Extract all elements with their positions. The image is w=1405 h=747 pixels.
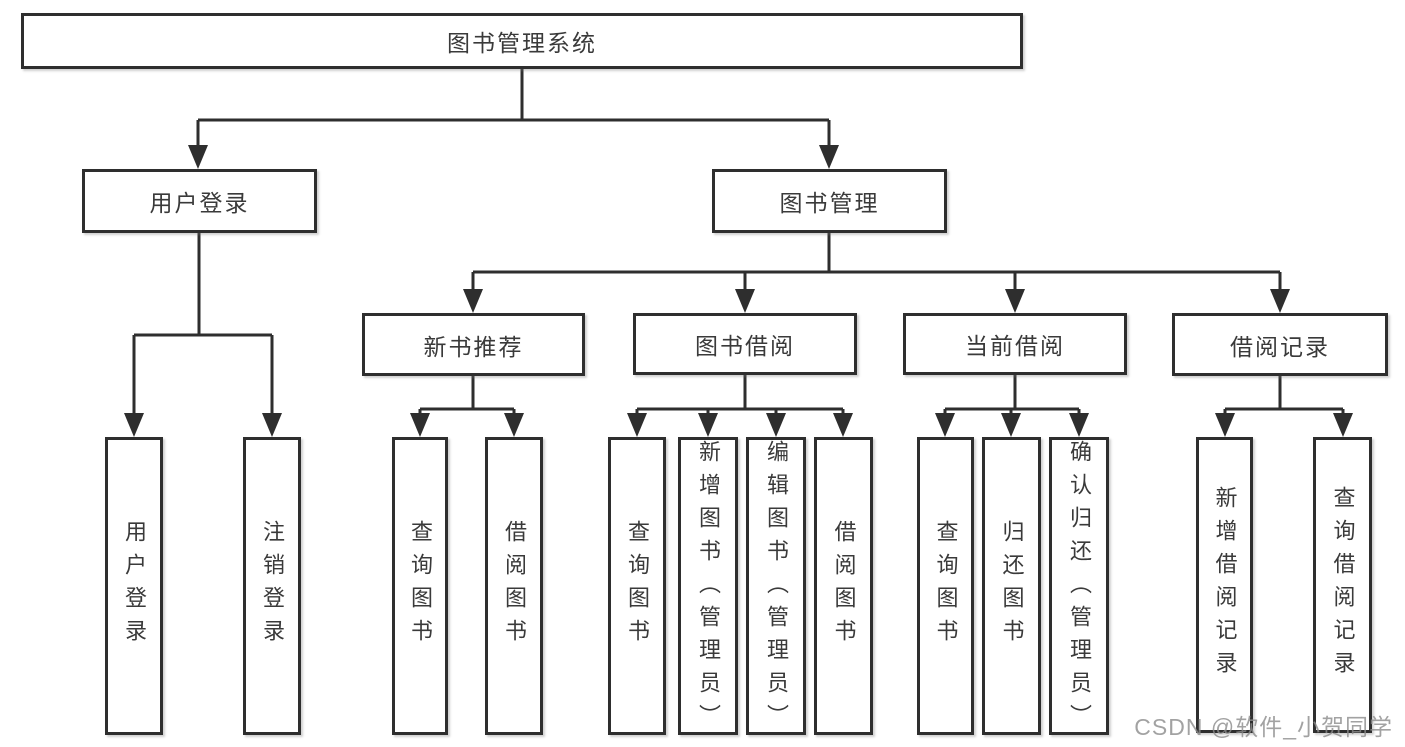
leaf-query-books-1: 查询图书 xyxy=(392,437,448,735)
arrow-down-icon xyxy=(1005,289,1025,313)
leaf-logout: 注销登录 xyxy=(243,437,301,735)
arrow-down-icon xyxy=(188,145,208,169)
arrow-down-icon xyxy=(1270,289,1290,313)
branch-borrow-records xyxy=(1215,376,1353,437)
arrow-down-icon xyxy=(1333,413,1353,437)
branch-root xyxy=(188,69,839,169)
leaf-label: 用户登录 xyxy=(122,520,147,652)
arrow-down-icon xyxy=(124,413,144,437)
arrow-down-icon xyxy=(1069,413,1089,437)
node-new-book-recommend-label: 新书推荐 xyxy=(423,333,524,360)
node-root: 图书管理系统 xyxy=(21,13,1023,69)
leaf-query-books-3: 查询图书 xyxy=(917,437,974,735)
leaf-query-borrow-record: 查询借阅记录 xyxy=(1313,437,1372,733)
leaf-add-books-admin: 新增图书（管理员） xyxy=(678,437,738,737)
leaf-label: 查询图书 xyxy=(625,520,650,652)
leaf-confirm-return-admin: 确认归还（管理员） xyxy=(1049,437,1109,737)
branch-user-login xyxy=(124,233,282,437)
node-root-label: 图书管理系统 xyxy=(447,30,597,56)
node-user-login: 用户登录 xyxy=(82,169,317,233)
node-borrow-records: 借阅记录 xyxy=(1172,313,1388,376)
leaf-label: 注销登录 xyxy=(260,520,285,652)
node-book-borrow-label: 图书借阅 xyxy=(695,333,795,359)
arrow-down-icon xyxy=(833,413,853,437)
arrow-down-icon xyxy=(819,145,839,169)
arrow-down-icon xyxy=(766,413,786,437)
leaf-add-borrow-record: 新增借阅记录 xyxy=(1196,437,1253,733)
leaf-label: 借阅图书 xyxy=(831,520,857,652)
leaf-label: 查询图书 xyxy=(408,520,433,652)
node-user-login-label: 用户登录 xyxy=(149,190,250,216)
arrow-down-icon xyxy=(698,413,718,437)
arrow-down-icon xyxy=(410,413,430,437)
leaf-label: 查询借阅记录 xyxy=(1330,486,1356,684)
leaf-label: 归还图书 xyxy=(999,520,1025,652)
node-current-borrow: 当前借阅 xyxy=(903,313,1127,375)
node-book-management-label: 图书管理 xyxy=(779,190,880,216)
leaf-label: 查询图书 xyxy=(933,520,959,652)
leaf-return-books: 归还图书 xyxy=(982,437,1041,735)
arrow-down-icon xyxy=(463,289,483,313)
node-borrow-records-label: 借阅记录 xyxy=(1230,333,1330,360)
node-book-management: 图书管理 xyxy=(712,169,947,233)
leaf-borrow-books-1: 借阅图书 xyxy=(485,437,543,735)
leaf-label: 编辑图书（管理员） xyxy=(764,440,789,737)
node-book-borrow: 图书借阅 xyxy=(633,313,857,375)
leaf-borrow-books-2: 借阅图书 xyxy=(814,437,873,735)
node-new-book-recommend: 新书推荐 xyxy=(362,313,585,376)
leaf-label: 新增图书（管理员） xyxy=(696,440,721,737)
arrow-down-icon xyxy=(1215,413,1235,437)
arrow-down-icon xyxy=(735,289,755,313)
leaf-query-books-2: 查询图书 xyxy=(608,437,666,735)
arrow-down-icon xyxy=(935,413,955,437)
branch-book-borrow xyxy=(627,374,853,437)
arrow-down-icon xyxy=(504,413,524,437)
node-current-borrow-label: 当前借阅 xyxy=(965,333,1065,359)
branch-current-borrow xyxy=(935,374,1089,437)
leaf-edit-books-admin: 编辑图书（管理员） xyxy=(746,437,806,737)
csdn-watermark: CSDN @软件_小贺同学 xyxy=(1134,714,1393,740)
arrow-down-icon xyxy=(627,413,647,437)
leaf-label: 新增借阅记录 xyxy=(1212,486,1238,684)
branch-book-management xyxy=(463,233,1290,313)
arrow-down-icon xyxy=(1001,413,1021,437)
leaf-label: 借阅图书 xyxy=(502,520,527,652)
leaf-label: 确认归还（管理员） xyxy=(1067,440,1092,737)
arrow-down-icon xyxy=(262,413,282,437)
branch-new-book-recommend xyxy=(410,376,524,437)
leaf-user-login: 用户登录 xyxy=(105,437,163,735)
